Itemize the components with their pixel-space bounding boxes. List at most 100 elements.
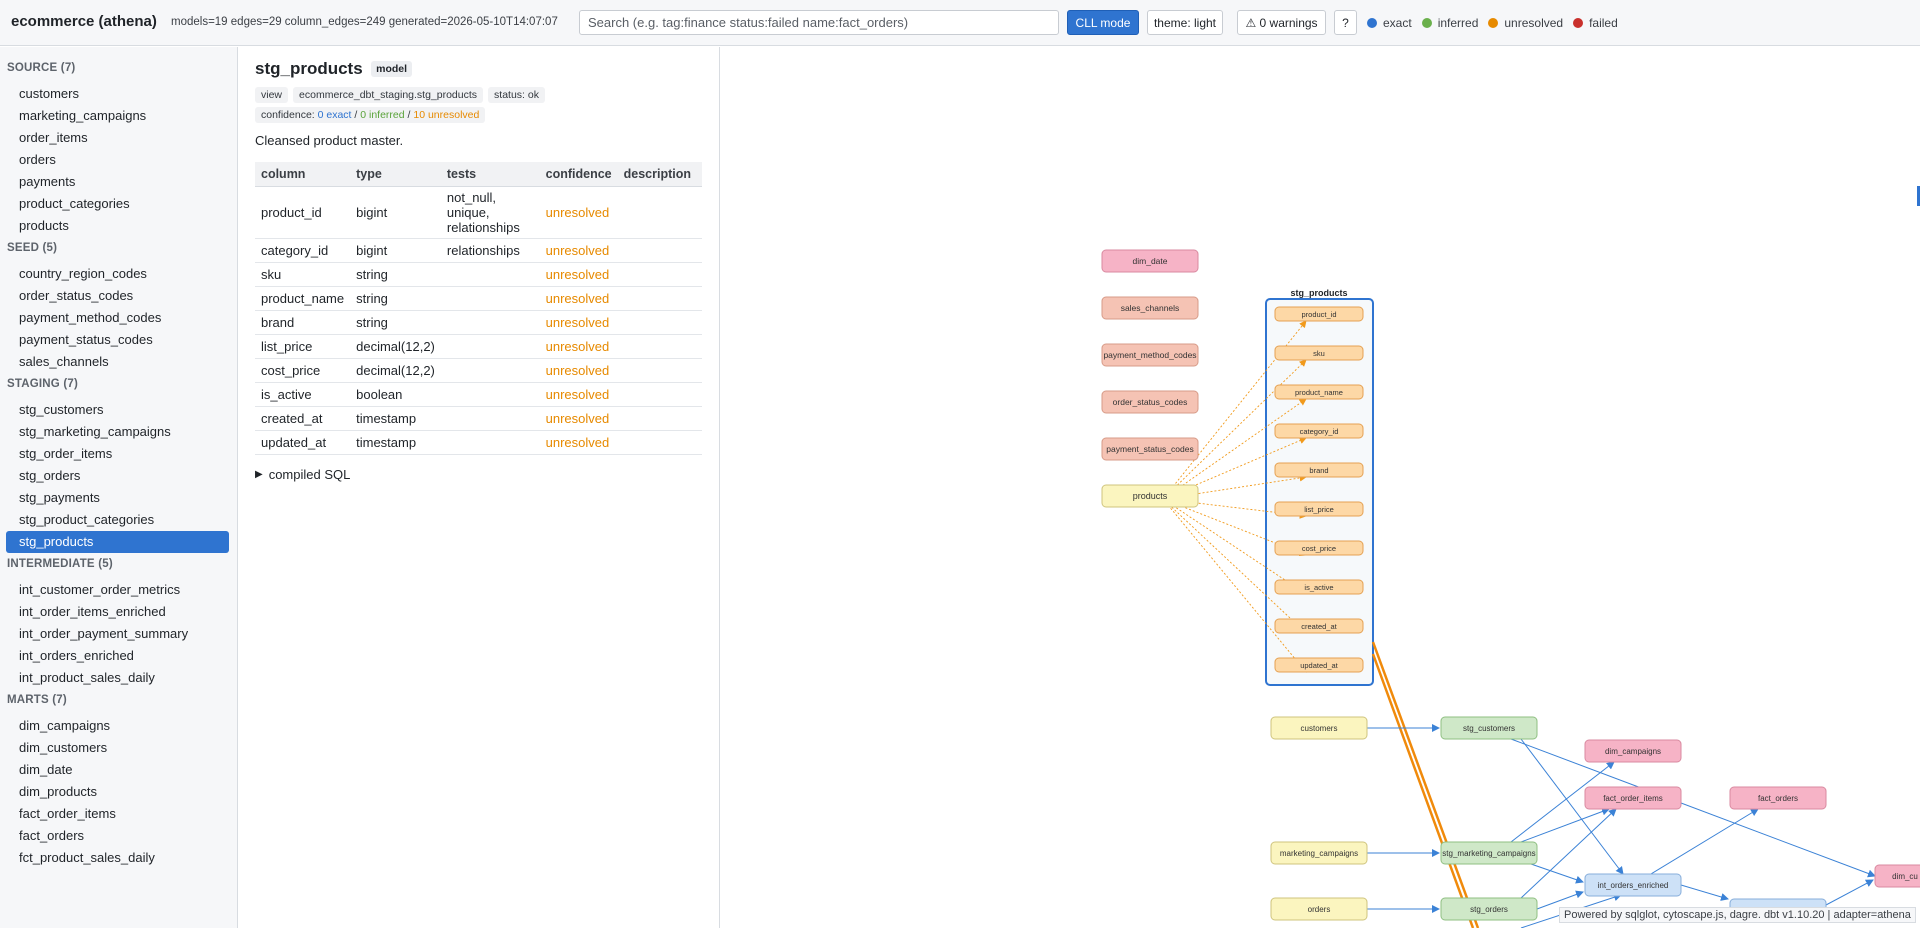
sidebar-item-dim_campaigns[interactable]: dim_campaigns: [19, 718, 111, 733]
node-box[interactable]: [1270, 841, 1368, 865]
sidebar-item-stg_orders[interactable]: stg_orders: [19, 468, 81, 483]
node-box[interactable]: [1274, 618, 1364, 634]
theme-toggle-button[interactable]: theme: light: [1147, 10, 1223, 35]
graph-node-stg_orders[interactable]: stg_orders: [1440, 897, 1538, 921]
sidebar-item-stg_payments[interactable]: stg_payments: [19, 490, 100, 505]
sidebar-item-dim_products[interactable]: dim_products: [19, 784, 98, 799]
sidebar-item-order_status_codes[interactable]: order_status_codes: [19, 288, 134, 303]
graph-node-col-brand[interactable]: brand: [1274, 462, 1364, 478]
graph-node-col-created_at[interactable]: created_at: [1274, 618, 1364, 634]
node-box[interactable]: [1101, 484, 1199, 508]
sidebar-item-sales_channels[interactable]: sales_channels: [19, 354, 109, 369]
graph-node-orders[interactable]: orders: [1270, 897, 1368, 921]
sidebar-item-fct_product_sales_daily[interactable]: fct_product_sales_daily: [19, 850, 155, 865]
node-box[interactable]: [1274, 462, 1364, 478]
sidebar-item-int_order_payment_summary[interactable]: int_order_payment_summary: [19, 626, 189, 641]
graph-node-col-product_name[interactable]: product_name: [1274, 384, 1364, 400]
graph-node-dim_cu[interactable]: dim_cu: [1874, 864, 1920, 888]
warnings-button[interactable]: ⚠ 0 warnings: [1237, 10, 1326, 35]
graph-node-col-updated_at[interactable]: updated_at: [1274, 657, 1364, 673]
graph-node-payment_status_codes[interactable]: payment_status_codes: [1101, 437, 1199, 461]
sidebar-item-dim_customers[interactable]: dim_customers: [19, 740, 108, 755]
sidebar-item-fact_order_items[interactable]: fact_order_items: [19, 806, 116, 821]
graph-node-sales_channels[interactable]: sales_channels: [1101, 296, 1199, 320]
sidebar-item-stg_customers[interactable]: stg_customers: [19, 402, 104, 417]
help-button[interactable]: ?: [1334, 10, 1357, 35]
node-box[interactable]: [1101, 437, 1199, 461]
graph-node-customers[interactable]: customers: [1270, 716, 1368, 740]
sidebar-item-customers[interactable]: customers: [19, 86, 79, 101]
sidebar-item-payments[interactable]: payments: [19, 174, 76, 189]
graph-node-products[interactable]: products: [1101, 484, 1199, 508]
sidebar-item-orders[interactable]: orders: [19, 152, 56, 167]
node-box[interactable]: [1274, 501, 1364, 517]
node-box[interactable]: [1274, 345, 1364, 361]
node-box[interactable]: [1584, 873, 1682, 897]
sidebar-item-stg_order_items[interactable]: stg_order_items: [19, 446, 113, 461]
sidebar-item-int_orders_enriched[interactable]: int_orders_enriched: [19, 648, 134, 663]
node-box[interactable]: [1440, 897, 1538, 921]
sidebar-item-stg_products[interactable]: stg_products: [6, 531, 229, 553]
compiled-sql-toggle[interactable]: ▶ compiled SQL: [255, 467, 703, 482]
graph-node-payment_method_codes[interactable]: payment_method_codes: [1101, 343, 1199, 367]
sidebar-item-dim_date[interactable]: dim_date: [19, 762, 73, 777]
sidebar-item-int_customer_order_metrics[interactable]: int_customer_order_metrics: [19, 582, 181, 597]
graph-node-dim_campaigns[interactable]: dim_campaigns: [1584, 739, 1682, 763]
node-box[interactable]: [1274, 306, 1364, 322]
graph-node-order_status_codes[interactable]: order_status_codes: [1101, 390, 1199, 414]
sidebar-item-payment_method_codes[interactable]: payment_method_codes: [19, 310, 162, 325]
node-box[interactable]: [1101, 249, 1199, 273]
node-box[interactable]: [1274, 423, 1364, 439]
sidebar-item-int_product_sales_daily[interactable]: int_product_sales_daily: [19, 670, 155, 685]
graph-node-stg_customers[interactable]: stg_customers: [1440, 716, 1538, 740]
graph-node-dim_date[interactable]: dim_date: [1101, 249, 1199, 273]
node-box[interactable]: [1274, 657, 1364, 673]
graph-node-col-is_active[interactable]: is_active: [1274, 579, 1364, 595]
node-box[interactable]: [1101, 296, 1199, 320]
sidebar-item-marketing_campaigns[interactable]: marketing_campaigns: [19, 108, 147, 123]
graph-node-col-product_id[interactable]: product_id: [1274, 306, 1364, 322]
node-box[interactable]: [1440, 841, 1538, 865]
graph-node-stg_marketing_campaigns[interactable]: stg_marketing_campaigns: [1440, 841, 1538, 865]
sidebar-item-payment_status_codes[interactable]: payment_status_codes: [19, 332, 153, 347]
node-box[interactable]: [1101, 343, 1199, 367]
graph-node-int_orders_enriched[interactable]: int_orders_enriched: [1584, 873, 1682, 897]
sidebar-item-country_region_codes[interactable]: country_region_codes: [19, 266, 147, 281]
lineage-graph[interactable]: stg_products dim_datesales_channelspayme…: [721, 47, 1920, 928]
node-box[interactable]: [1274, 579, 1364, 595]
graph-node-col-list_price[interactable]: list_price: [1274, 501, 1364, 517]
node-box[interactable]: [1274, 540, 1364, 556]
node-box[interactable]: [1729, 786, 1827, 810]
graph-node-fact_orders[interactable]: fact_orders: [1729, 786, 1827, 810]
sidebar-item-fact_orders[interactable]: fact_orders: [19, 828, 85, 843]
node-box[interactable]: [1270, 716, 1368, 740]
sidebar-item-order_items[interactable]: order_items: [19, 130, 88, 145]
cll-mode-button[interactable]: CLL mode: [1067, 10, 1139, 35]
sidebar-item-product_categories[interactable]: product_categories: [19, 196, 130, 211]
node-box[interactable]: [1874, 864, 1920, 888]
sidebar-item-stg_product_categories[interactable]: stg_product_categories: [19, 512, 155, 527]
graph-node-col-sku[interactable]: sku: [1274, 345, 1364, 361]
node-box[interactable]: [1270, 897, 1368, 921]
sidebar-item-int_order_items_enriched[interactable]: int_order_items_enriched: [19, 604, 166, 619]
graph-node-fact_order_items[interactable]: fact_order_items: [1584, 786, 1682, 810]
graph-node-col-category_id[interactable]: category_id: [1274, 423, 1364, 439]
node-box[interactable]: [1584, 739, 1682, 763]
node-box[interactable]: [1440, 716, 1538, 740]
node-box[interactable]: [1101, 390, 1199, 414]
sidebar-item-products[interactable]: products: [19, 218, 69, 233]
node-box[interactable]: [1274, 384, 1364, 400]
search-input[interactable]: [579, 10, 1059, 35]
node-box[interactable]: [1584, 786, 1682, 810]
